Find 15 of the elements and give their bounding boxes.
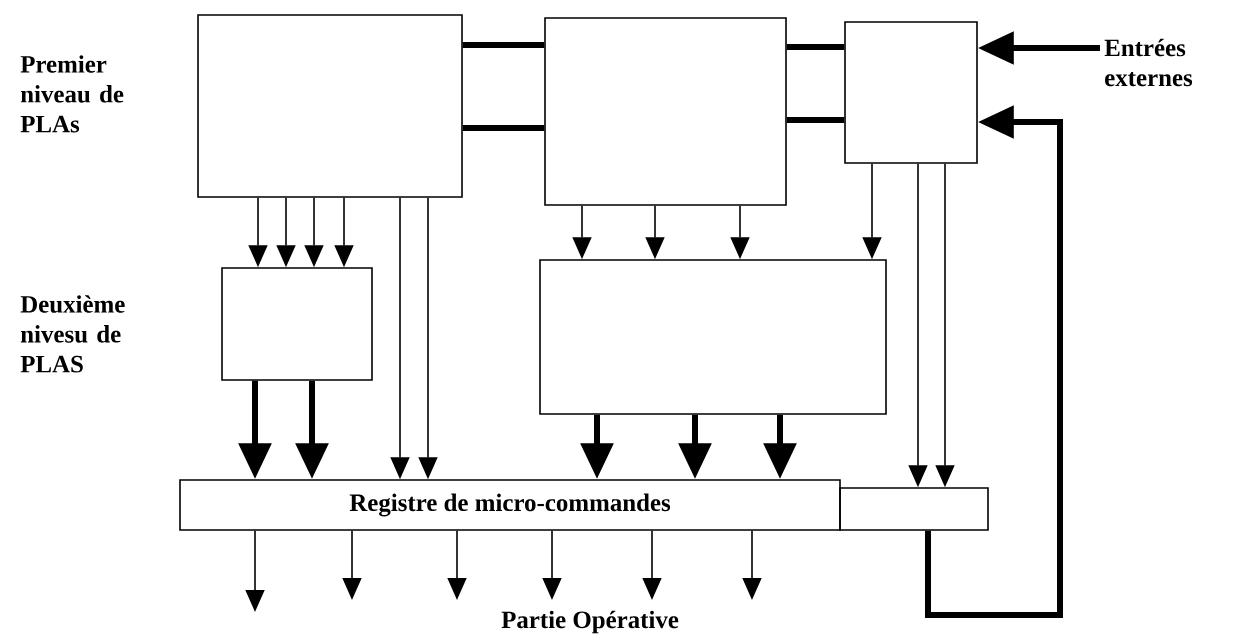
register-box: Registre de micro-commandes [179, 479, 841, 531]
output-label: Partie Opérative [501, 610, 679, 634]
pla-box [844, 21, 978, 164]
pla-box [197, 14, 463, 198]
bus-line [462, 42, 545, 48]
input-label: Entrées externes [1104, 38, 1193, 87]
bus-line [786, 44, 845, 50]
pla-box [539, 259, 887, 415]
pla-box [544, 17, 787, 206]
pla-box [221, 267, 373, 381]
level-label: Deuxième nivesu de PLAS [20, 295, 125, 373]
level-label: Premier niveau de PLAs [20, 55, 124, 133]
bus-line [462, 125, 545, 131]
register-box [839, 487, 989, 531]
bus-line [786, 117, 845, 123]
